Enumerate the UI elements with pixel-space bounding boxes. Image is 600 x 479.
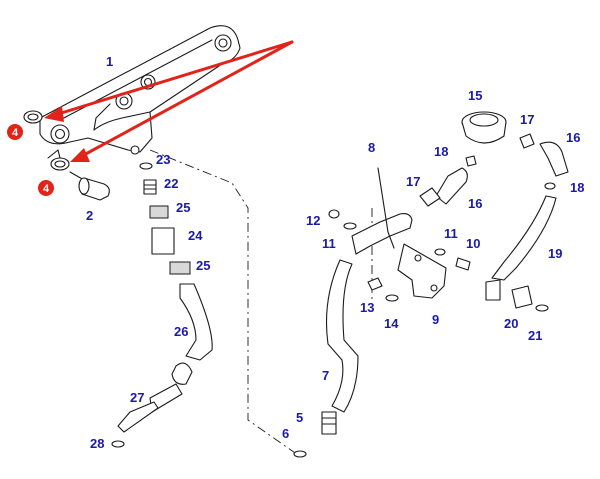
part-label-6: 6 <box>282 426 289 441</box>
part-label-17-left: 17 <box>406 174 420 189</box>
center-hose-assembly <box>293 167 471 458</box>
part-label-11-left: 11 <box>322 236 336 251</box>
part-label-21: 21 <box>528 328 542 343</box>
callout-4-upper: 4 <box>7 124 23 140</box>
part-label-28: 28 <box>90 436 104 451</box>
seal-ring-upper <box>23 110 43 124</box>
part-label-1: 1 <box>106 54 113 69</box>
part-label-24: 24 <box>188 228 203 243</box>
part-label-19: 19 <box>548 246 562 261</box>
part-label-18-left: 18 <box>434 144 448 159</box>
callout-4-lower: 4 <box>38 180 54 196</box>
part-label-2: 2 <box>86 208 93 223</box>
part-label-20: 20 <box>504 316 518 331</box>
left-hose-assembly <box>111 162 213 448</box>
part-label-10: 10 <box>466 236 480 251</box>
part-label-11-right: 11 <box>444 226 458 241</box>
assembly-guide-line-left <box>149 149 299 456</box>
part-label-16-right: 16 <box>566 130 580 145</box>
right-breather-assembly <box>419 111 569 312</box>
part-label-25-lower: 25 <box>196 258 210 273</box>
part-label-25-upper: 25 <box>176 200 190 215</box>
part-label-15: 15 <box>468 88 482 103</box>
part-label-8: 8 <box>368 140 375 155</box>
part-label-26: 26 <box>174 324 188 339</box>
part-label-23: 23 <box>156 152 170 167</box>
plug <box>69 171 110 201</box>
svg-text:4: 4 <box>43 183 50 195</box>
part-label-7: 7 <box>322 368 329 383</box>
svg-text:4: 4 <box>12 127 19 139</box>
part-label-22: 22 <box>164 176 178 191</box>
part-label-16-center: 16 <box>468 196 482 211</box>
part-label-12: 12 <box>306 213 320 228</box>
callout-arrows <box>44 40 294 162</box>
part-label-5: 5 <box>296 410 303 425</box>
part-label-18-right: 18 <box>570 180 584 195</box>
part-label-13: 13 <box>360 300 374 315</box>
part-label-27: 27 <box>130 390 144 405</box>
seal-ring-lower <box>47 149 70 171</box>
part-label-14: 14 <box>384 316 399 331</box>
part-label-9: 9 <box>432 312 439 327</box>
part-label-17-right: 17 <box>520 112 534 127</box>
